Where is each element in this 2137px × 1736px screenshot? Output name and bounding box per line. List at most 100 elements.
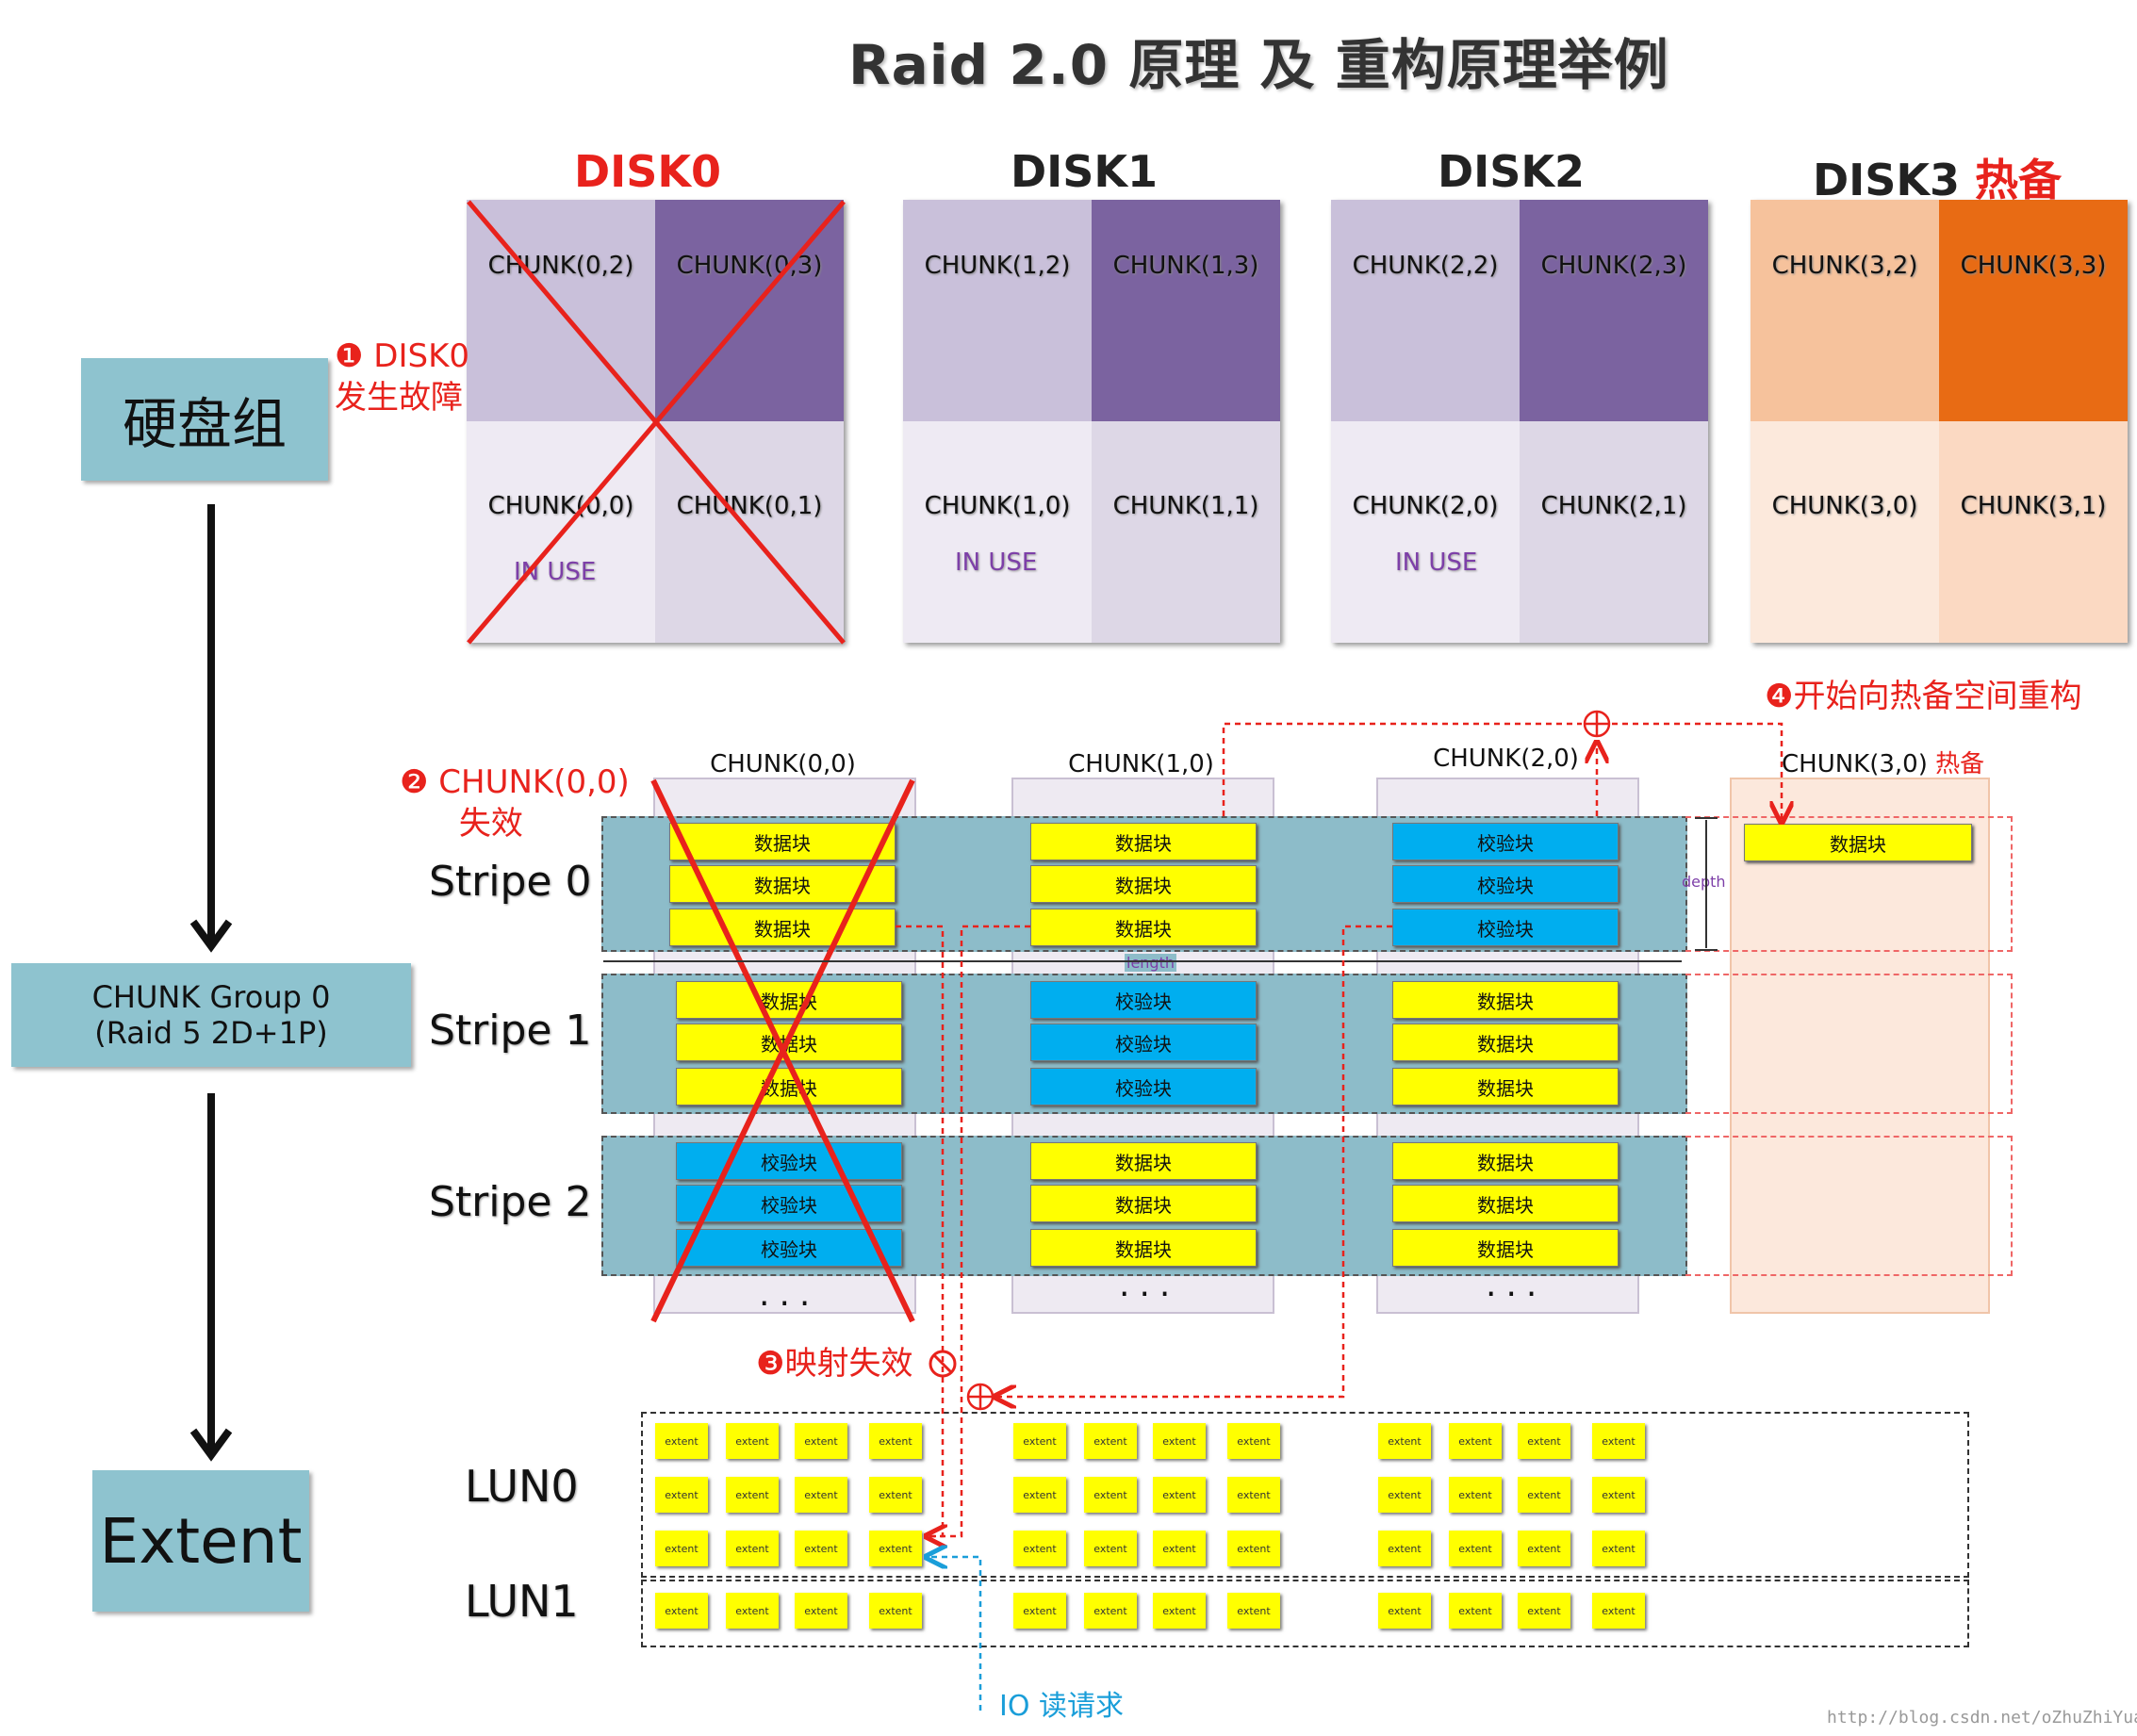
stripe2-disk1-block0: 数据块	[1030, 1142, 1257, 1180]
disk3-title: DISK3 热备	[1739, 146, 2135, 208]
extent-block: extent	[1013, 1593, 1066, 1629]
hot-chunk-spare-label: 热备	[1935, 750, 1985, 778]
disk-group-box: 硬盘组	[81, 358, 328, 481]
stripe2-disk0-block0: 校验块	[676, 1142, 902, 1180]
chunk-2-3: CHUNK(2,3)	[1540, 252, 1687, 280]
step1-note: ❶ DISK0 发生故障	[335, 336, 469, 418]
extent-block: extent	[1518, 1423, 1570, 1459]
xor-icon-top	[1583, 710, 1611, 738]
extent-block: extent	[726, 1423, 779, 1459]
disk1: CHUNK(1,2) CHUNK(1,3) CHUNK(1,0) CHUNK(1…	[903, 200, 1280, 643]
extent-block: extent	[1592, 1531, 1645, 1566]
extent-block: extent	[1378, 1593, 1431, 1629]
stripe2-disk2-block2: 数据块	[1392, 1229, 1619, 1267]
disk0-title: DISK0	[450, 146, 846, 197]
extent-block: extent	[1378, 1531, 1431, 1566]
extent-block: extent	[869, 1423, 922, 1459]
chunk-0-3: CHUNK(0,3)	[676, 252, 823, 280]
stripe0-disk1-block1: 数据块	[1030, 865, 1257, 903]
step1-note-line2: 发生故障	[335, 379, 463, 417]
disk2-title: DISK2	[1313, 146, 1709, 197]
depth-label: depth	[1682, 873, 1726, 891]
chunk-3-0: CHUNK(3,0)	[1771, 492, 1918, 520]
extent-level-label: Extent	[99, 1504, 303, 1578]
xor-icon-bottom	[966, 1383, 995, 1411]
extent-box: Extent	[92, 1470, 309, 1612]
disk-group-label: 硬盘组	[122, 392, 287, 456]
stripe1-disk2-block1: 数据块	[1392, 1024, 1619, 1061]
extent-block: extent	[655, 1593, 708, 1629]
chunk-0-2: CHUNK(0,2)	[487, 252, 634, 280]
chunk-2-0: CHUNK(2,0)	[1352, 492, 1499, 520]
hot-stripe-1	[1685, 974, 2013, 1114]
chunk-1-1: CHUNK(1,1)	[1112, 492, 1259, 520]
extent-block: extent	[1592, 1593, 1645, 1629]
chunk-column-header-2: CHUNK(2,0)	[1433, 745, 1579, 773]
disk0-name: DISK0	[573, 146, 722, 197]
chunk-column-1-more: ...	[1119, 1266, 1180, 1304]
chunk-group-box: CHUNK Group 0 (Raid 5 2D+1P)	[11, 963, 411, 1067]
stripe1-disk0-block1: 数据块	[676, 1024, 902, 1061]
step2-note-line1: ❷ CHUNK(0,0)	[400, 763, 630, 801]
extent-block: extent	[1227, 1477, 1280, 1513]
step1-note-line1: ❶ DISK0	[335, 337, 470, 375]
stripe0-disk1-block0: 数据块	[1030, 823, 1257, 860]
extent-block: extent	[1153, 1531, 1206, 1566]
extent-block: extent	[1084, 1531, 1137, 1566]
stripe1-disk1-block2: 校验块	[1030, 1068, 1257, 1105]
step2-note-line2: 失效	[458, 805, 523, 843]
extent-block: extent	[655, 1423, 708, 1459]
extent-block: extent	[1153, 1423, 1206, 1459]
extent-block: extent	[1153, 1593, 1206, 1629]
io-read-request-label: IO 读请求	[999, 1690, 1124, 1723]
chunk-3-2: CHUNK(3,2)	[1771, 252, 1918, 280]
chunk-group-label: CHUNK Group 0	[91, 979, 331, 1015]
extent-block: extent	[1449, 1531, 1502, 1566]
extent-block: extent	[869, 1593, 922, 1629]
disk2-status: IN USE	[1395, 549, 1478, 577]
extent-block: extent	[1084, 1477, 1137, 1513]
lun0-box	[641, 1412, 1969, 1578]
extent-block: extent	[1518, 1593, 1570, 1629]
chunk-group-raid-label: (Raid 5 2D+1P)	[94, 1015, 328, 1051]
stripe-label-2: Stripe 2	[429, 1178, 592, 1226]
arrowhead-2	[189, 1428, 233, 1462]
extent-block: extent	[1084, 1593, 1137, 1629]
stripe2-disk2-block0: 数据块	[1392, 1142, 1619, 1180]
hot-stripe-0	[1685, 816, 2013, 952]
hot-chunk-header-label: CHUNK(3,0)	[1782, 750, 1928, 778]
extent-block: extent	[1013, 1423, 1066, 1459]
disk1-name: DISK1	[1010, 146, 1159, 197]
extent-block: extent	[1227, 1423, 1280, 1459]
hot-stripe-2	[1685, 1136, 2013, 1276]
extent-block: extent	[1013, 1531, 1066, 1566]
disk0: CHUNK(0,2) CHUNK(0,3) CHUNK(0,0) CHUNK(0…	[467, 200, 844, 643]
disk0-status: IN USE	[514, 558, 597, 586]
extent-block: extent	[1227, 1593, 1280, 1629]
chunk-1-0: CHUNK(1,0)	[924, 492, 1071, 520]
stripe0-disk2-block0: 校验块	[1392, 823, 1619, 860]
extent-block: extent	[726, 1477, 779, 1513]
extent-block: extent	[1449, 1593, 1502, 1629]
stripe2-disk1-block1: 数据块	[1030, 1185, 1257, 1222]
stripe0-disk2-block1: 校验块	[1392, 865, 1619, 903]
stripe0-disk0-block0: 数据块	[669, 823, 896, 860]
extent-block: extent	[1592, 1423, 1645, 1459]
disk1-status: IN USE	[955, 549, 1038, 577]
step3-note: ❸映射失效	[756, 1345, 913, 1383]
extent-block: extent	[655, 1477, 708, 1513]
chunk-0-1: CHUNK(0,1)	[676, 492, 823, 520]
extent-block: extent	[1227, 1531, 1280, 1566]
stripe1-disk2-block2: 数据块	[1392, 1068, 1619, 1105]
chunk-3-1: CHUNK(3,1)	[1960, 492, 2107, 520]
stripe-label-0: Stripe 0	[429, 858, 592, 906]
extent-block: extent	[726, 1531, 779, 1566]
extent-block: extent	[1084, 1423, 1137, 1459]
stripe2-disk2-block1: 数据块	[1392, 1185, 1619, 1222]
extent-block: extent	[1013, 1477, 1066, 1513]
extent-block: extent	[1518, 1531, 1570, 1566]
extent-block: extent	[1378, 1477, 1431, 1513]
disk2-name: DISK2	[1437, 146, 1586, 197]
step2-note: ❷ CHUNK(0,0) 失效	[400, 762, 630, 844]
